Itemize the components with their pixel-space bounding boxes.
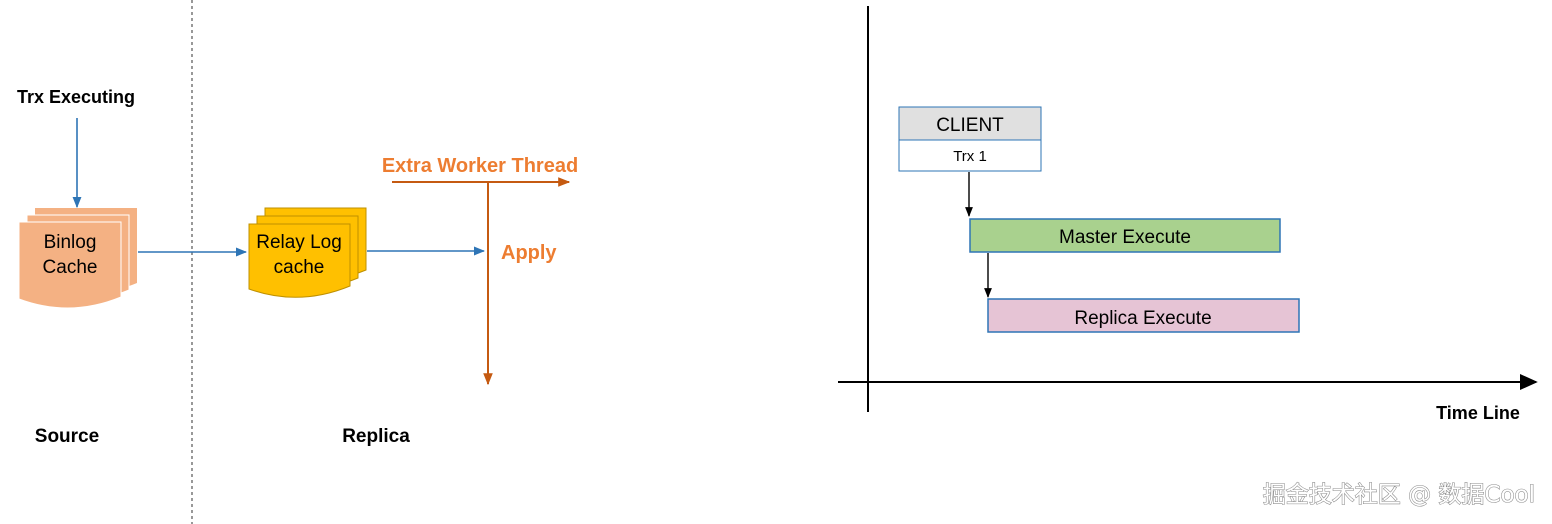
binlog-cache-label-line2: Cache (43, 257, 98, 278)
watermark-text: 掘金技术社区 @ 数据Cool (1263, 482, 1535, 508)
client-trx-label: Trx 1 (953, 148, 987, 165)
client-header-label: CLIENT (936, 115, 1004, 136)
relay-log-cache-label-line1: Relay Log (256, 232, 342, 253)
relay-log-cache-shape (248, 207, 367, 298)
trx-executing-label: Trx Executing (17, 87, 135, 107)
time-line-label: Time Line (1436, 403, 1520, 423)
replica-execute-label: Replica Execute (1074, 308, 1211, 329)
apply-label: Apply (501, 242, 557, 264)
source-label: Source (35, 426, 99, 447)
master-execute-label: Master Execute (1059, 227, 1191, 248)
relay-log-cache-label-line2: cache (274, 257, 325, 278)
master-execute-bar (969, 218, 1281, 253)
binlog-cache-shape (18, 208, 137, 309)
binlog-cache-label-line1: Binlog (44, 232, 97, 253)
extra-worker-thread-label: Extra Worker Thread (382, 155, 578, 177)
replica-label: Replica (342, 426, 410, 447)
replica-execute-bar (987, 298, 1300, 333)
client-box (898, 106, 1042, 172)
